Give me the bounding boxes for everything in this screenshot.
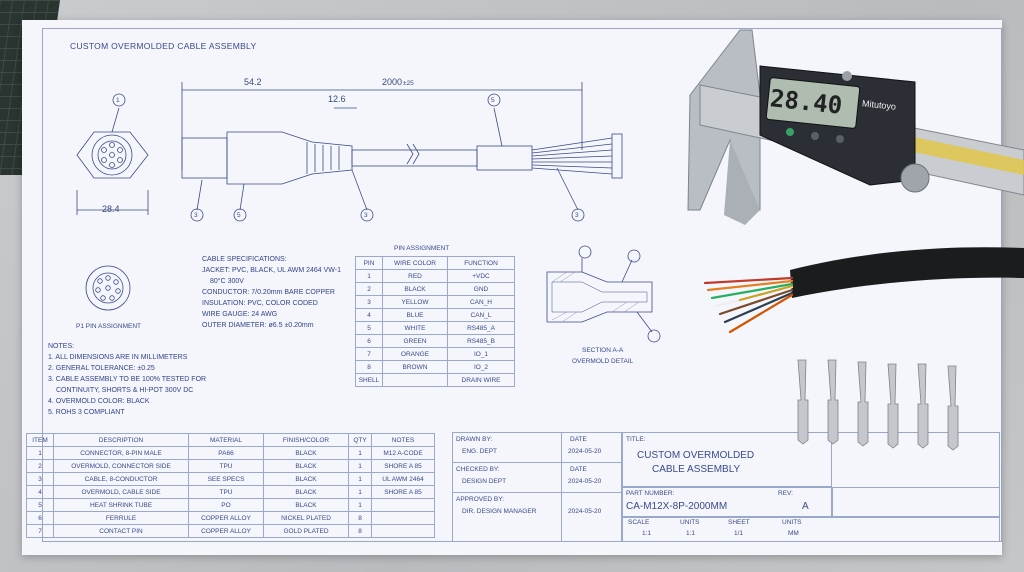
balloon-b-label: 5 [237, 212, 241, 219]
bom-table: ITEM DESCRIPTION MATERIAL FINISH/COLOR Q… [26, 433, 435, 538]
rev-value: A [802, 501, 809, 512]
rev-cell [832, 487, 1000, 517]
pin-table-title: PIN ASSIGNMENT [394, 245, 450, 252]
pin-table-header: PIN WIRE COLOR FUNCTION [355, 256, 515, 270]
dim-2000: 2000 [382, 77, 403, 87]
balloon-c-label: 3 [364, 212, 368, 219]
spec-3: CONDUCTOR: 7/0.20mm BARE COPPER [202, 289, 335, 296]
part-cell [622, 487, 832, 517]
title-line-2: CABLE ASSEMBLY [652, 464, 741, 475]
note-3: 3. CABLE ASSEMBLY TO BE 100% TESTED FOR [48, 376, 207, 383]
dim-12: 12.6 [328, 94, 346, 104]
p1-outer [85, 265, 131, 311]
balloon-e [571, 208, 585, 222]
dim-54: 54.2 [244, 77, 262, 87]
spec-6: OUTER DIAMETER: ø6.5 ±0.20mm [202, 322, 314, 329]
balloon-e-label: 3 [575, 212, 579, 219]
balloon-1 [112, 93, 126, 107]
balloon-a [190, 208, 204, 222]
balloon-d-label: 5 [491, 97, 495, 104]
balloon-b [233, 208, 247, 222]
heat-shrink [476, 145, 533, 171]
note-0: NOTES: [48, 343, 75, 350]
part-number: CA-M12X-8P-2000MM [626, 501, 728, 512]
balloon-a-label: 3 [194, 212, 198, 219]
section-sub: OVERMOLD DETAIL [572, 358, 634, 365]
connector-face-hex [76, 131, 149, 179]
spec-4: INSULATION: PVC, COLOR CODED [202, 300, 318, 307]
balloon-d [487, 93, 501, 107]
balloon-1-label: 1 [116, 97, 120, 104]
balloon-c [360, 208, 374, 222]
title-cell [622, 432, 832, 487]
cable-sample [790, 247, 1024, 298]
spec-2: 80°C 300V [210, 278, 244, 285]
scale-row [622, 517, 1000, 542]
spec-0: CABLE SPECIFICATIONS: [202, 256, 287, 263]
title-line-1: CUSTOM OVERMOLDED [637, 450, 755, 461]
dim-2000-tol: ±25 [403, 80, 414, 87]
section-label: SECTION A-A [582, 347, 624, 354]
section-overmold [546, 271, 653, 323]
spec-5: WIRE GAUGE: 24 AWG [202, 311, 278, 318]
bom-header: ITEM DESCRIPTION MATERIAL FINISH/COLOR Q… [26, 433, 435, 447]
note-1: 1. ALL DIMENSIONS ARE IN MILLIMETERS [48, 354, 188, 361]
cable-drawing [76, 82, 661, 343]
note-4: CONTINUITY, SHORTS & HI-POT 300V DC [56, 387, 194, 394]
caliper-display [765, 77, 861, 129]
note-2: 2. GENERAL TOLERANCE: ±0.25 [48, 365, 155, 372]
note-5: 4. OVERMOLD COLOR: BLACK [48, 398, 150, 405]
spec-1: JACKET: PVC, BLACK, UL AWM 2464 VW-1 [202, 267, 342, 274]
connector-face-outer [91, 134, 133, 176]
note-6: 5. ROHS 3 COMPLIANT [48, 409, 125, 416]
p1-label: P1 PIN ASSIGNMENT [76, 323, 142, 330]
dim-28: 28.4 [102, 204, 120, 214]
drawing-title: CUSTOM OVERMOLDED CABLE ASSEMBLY [70, 41, 257, 51]
